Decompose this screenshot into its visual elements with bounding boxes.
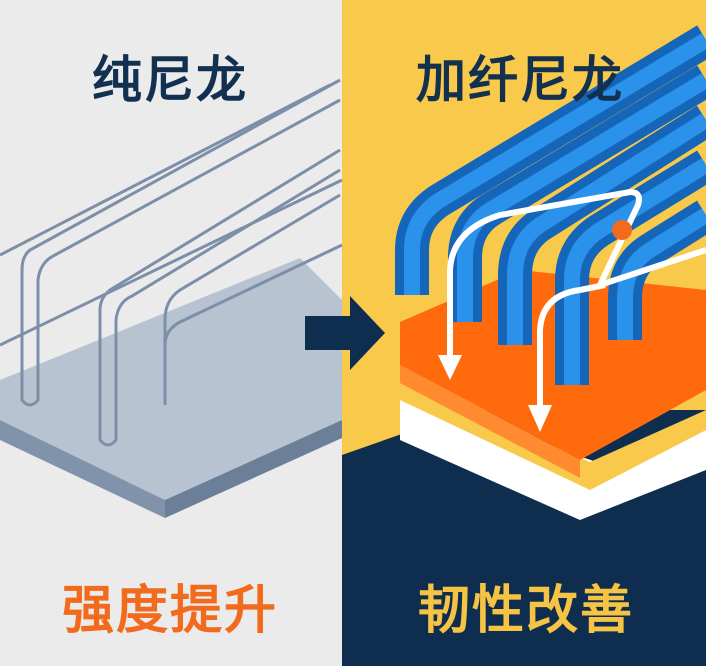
- pure-nylon-strands: [0, 78, 343, 447]
- reinforced-nylon-title: 加纤尼龙: [416, 51, 624, 109]
- right-arrow-icon: [305, 296, 385, 370]
- pure-nylon-plate: [0, 258, 342, 518]
- crack-deflection-arrows: [447, 188, 706, 420]
- down-arrow-icon: [438, 355, 462, 380]
- crack-origin-dot: [612, 220, 632, 240]
- pure-nylon-title: 纯尼龙: [92, 51, 248, 109]
- strength-caption: 强度提升: [61, 581, 279, 641]
- toughness-caption: 韧性改善: [417, 581, 635, 641]
- down-arrow-icon: [528, 405, 552, 432]
